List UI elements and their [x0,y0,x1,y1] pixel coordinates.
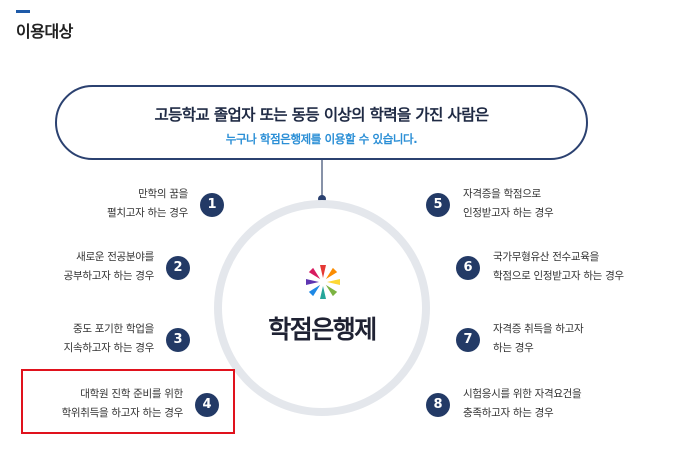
item-4-line2: 학위취득을 하고자 하는 경우 [61,407,184,419]
item-3-number-badge: 3 [166,328,190,352]
item-6-text: 국가무형유산 전수교육을 학점으로 인정받고자 하는 경우 [493,248,624,286]
item-7-text: 자격증 취득을 하고자 하는 경우 [493,320,584,358]
item-8: 8 시험응시를 위한 자격요건을 충족하고자 하는 경우 [426,388,656,433]
item-3-line1: 중도 포기한 학업을 [73,323,154,335]
eligibility-banner: 고등학교 졸업자 또는 동등 이상의 학력을 가진 사람은 누구나 학점은행제를… [55,85,588,160]
item-3-text: 중도 포기한 학업을 지속하고자 하는 경우 [63,320,155,358]
item-1-text: 만학의 꿈을 펼치고자 하는 경우 [107,185,188,223]
item-4: 대학원 진학 준비를 위한 학위취득을 하고자 하는 경우 4 [40,388,219,433]
highlight-box [21,369,235,434]
banner-main-text: 고등학교 졸업자 또는 동등 이상의 학력을 가진 사람은 [154,106,489,124]
item-4-line1: 대학원 진학 준비를 위한 [80,388,183,400]
center-ring-inner [222,208,422,408]
item-4-number-badge: 4 [195,393,219,417]
item-7: 7 자격증 취득을 하고자 하는 경우 [456,323,656,368]
item-1: 만학의 꿈을 펼치고자 하는 경우 1 [40,188,224,233]
item-3-line2: 지속하고자 하는 경우 [63,342,155,354]
item-1-line1: 만학의 꿈을 [138,188,188,200]
item-2-line2: 공부하고자 하는 경우 [63,270,155,282]
center-ring [214,200,430,416]
item-3: 중도 포기한 학업을 지속하고자 하는 경우 3 [40,323,190,368]
item-8-line2: 충족하고자 하는 경우 [463,407,554,419]
item-4-text: 대학원 진학 준비를 위한 학위취득을 하고자 하는 경우 [61,385,184,423]
section-title: 이용대상 [16,22,73,41]
item-5-line1: 자격증을 학점으로 [463,188,541,200]
item-6-number-badge: 6 [456,256,480,280]
item-5: 5 자격증을 학점으로 인정받고자 하는 경우 [426,188,656,233]
item-5-text: 자격증을 학점으로 인정받고자 하는 경우 [463,185,554,223]
item-8-number-badge: 8 [426,393,450,417]
connector-dot [318,195,326,203]
item-6-line1: 국가무형유산 전수교육을 [493,251,599,263]
item-5-number-badge: 5 [426,193,450,217]
connector-line [321,160,323,198]
item-1-line2: 펼치고자 하는 경우 [107,207,188,219]
title-accent-bar [16,10,30,13]
item-8-line1: 시험응시를 위한 자격요건을 [463,388,582,400]
item-5-line2: 인정받고자 하는 경우 [463,207,554,219]
center-label: 학점은행제 [268,315,377,344]
flower-logo-icon [306,265,340,299]
item-7-line2: 하는 경우 [493,342,534,354]
item-2-number-badge: 2 [166,256,190,280]
item-6-line2: 학점으로 인정받고자 하는 경우 [493,270,624,282]
banner-sub-text: 누구나 학점은행제를 이용할 수 있습니다. [225,132,418,146]
item-8-text: 시험응시를 위한 자격요건을 충족하고자 하는 경우 [463,385,582,423]
item-1-number-badge: 1 [200,193,224,217]
item-2-text: 새로운 전공분야를 공부하고자 하는 경우 [63,248,155,286]
item-2: 새로운 전공분야를 공부하고자 하는 경우 2 [40,251,190,296]
item-7-number-badge: 7 [456,328,480,352]
item-2-line1: 새로운 전공분야를 [76,251,154,263]
item-7-line1: 자격증 취득을 하고자 [493,323,584,335]
item-6: 6 국가무형유산 전수교육을 학점으로 인정받고자 하는 경우 [456,251,676,296]
